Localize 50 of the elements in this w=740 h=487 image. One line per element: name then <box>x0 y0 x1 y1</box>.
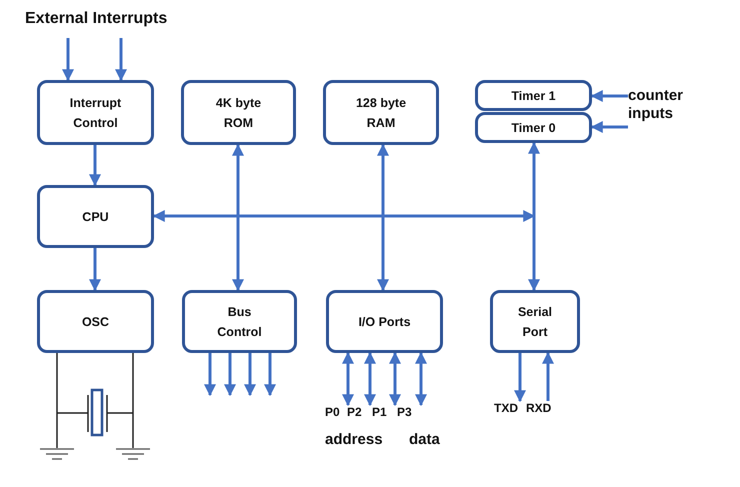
block-label: Bus Control <box>216 304 263 340</box>
block-box <box>181 80 296 145</box>
block-box <box>490 290 580 353</box>
block-label: Serial Port <box>516 304 554 340</box>
signal-label: P0 <box>325 405 345 420</box>
arrow <box>224 353 236 396</box>
arrow <box>514 353 526 402</box>
block-box <box>182 290 297 353</box>
arrow <box>62 38 74 82</box>
block-label: Interrupt Control <box>68 94 122 132</box>
block-label: CPU <box>82 208 109 226</box>
arrow <box>264 353 276 396</box>
block-label: I/O Ports <box>358 314 411 330</box>
bus-label: data <box>409 431 440 449</box>
block-label: Timer 0 <box>511 120 556 136</box>
arrow <box>415 352 427 406</box>
block-box <box>475 112 592 143</box>
block-label: Timer 1 <box>511 88 556 104</box>
arrow <box>389 352 401 406</box>
block-box <box>37 185 154 248</box>
signal-label: counter inputs <box>628 87 708 127</box>
block-box <box>326 290 443 353</box>
block-label: 4K byte ROM <box>214 94 262 132</box>
arrow <box>115 38 127 82</box>
arrow <box>377 144 389 292</box>
block-box <box>323 80 439 145</box>
arrow <box>232 144 244 292</box>
arrow <box>204 353 216 396</box>
arrow <box>590 90 628 102</box>
block-box <box>37 290 154 353</box>
arrow <box>342 352 354 406</box>
block-label: OSC <box>82 314 110 330</box>
arrow <box>364 352 376 406</box>
block-box <box>475 80 592 111</box>
block-box <box>37 80 154 145</box>
block-label: 128 byte RAM <box>354 94 408 132</box>
arrow <box>542 352 554 401</box>
signal-label: RXD <box>526 401 554 416</box>
arrow <box>89 145 101 186</box>
arrow <box>244 353 256 396</box>
arrow <box>528 142 540 292</box>
arrow <box>590 121 628 133</box>
bus-label: address <box>325 431 383 449</box>
diagram-heading: External Interrupts <box>25 9 168 28</box>
signal-label: P2 <box>347 405 367 420</box>
arrow <box>89 248 101 292</box>
signal-label: TXD <box>494 401 522 416</box>
arrow <box>152 210 536 222</box>
signal-label: P3 <box>397 405 417 420</box>
signal-label: P1 <box>372 405 392 420</box>
